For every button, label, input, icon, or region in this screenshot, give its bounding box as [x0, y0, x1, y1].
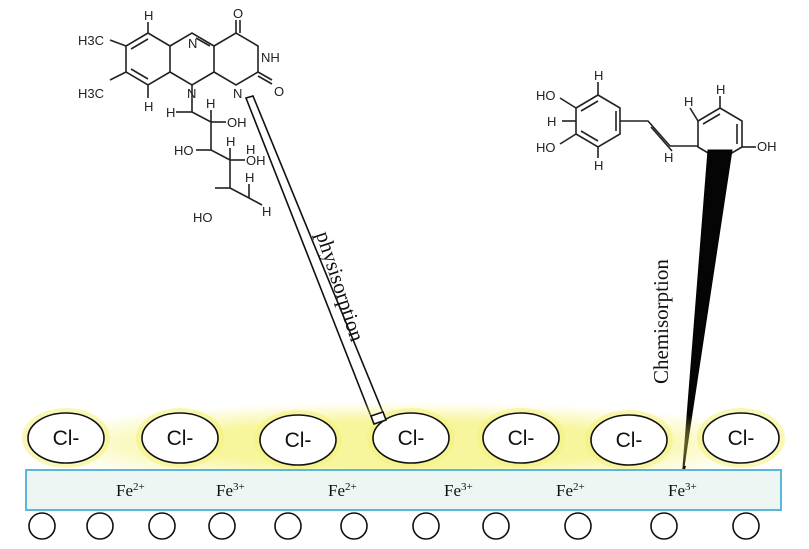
h-atom: H [246, 142, 255, 157]
h-atom: H [594, 158, 603, 173]
ring-nitrogen-top: N [188, 36, 197, 51]
chemisorption-label: Chemisorption [649, 259, 673, 384]
chloride-label: Cl- [398, 427, 425, 450]
iron-ion: Fe3+ [668, 481, 697, 500]
hydroxyl-group: HO [193, 210, 213, 225]
chloride-label: Cl- [728, 427, 755, 450]
h-atom: H [144, 8, 153, 23]
h-atom: H [547, 114, 556, 129]
bulk-atom [650, 512, 678, 540]
h-atom: H [144, 99, 153, 114]
iron-ion: Fe3+ [216, 481, 245, 500]
h-atom: H [594, 68, 603, 83]
h-atom: H [716, 82, 725, 97]
bulk-atom [86, 512, 114, 540]
hydroxyl-group: OH [246, 153, 266, 168]
chloride-ion: Cl- [477, 408, 565, 468]
bulk-atom [274, 512, 302, 540]
carbonyl-oxygen-right: O [274, 84, 284, 99]
chloride-label: Cl- [53, 427, 80, 450]
physisorption-pointer-tip [369, 410, 388, 426]
resveratrol-molecule: HO HO OH H H H H H H H [536, 68, 777, 187]
chloride-label: Cl- [285, 429, 312, 452]
chloride-layer: Cl- Cl- Cl- Cl- Cl- Cl- [22, 408, 785, 470]
metal-surface: Fe2+ Fe3+ Fe2+ Fe3+ Fe2+ Fe3+ [25, 469, 782, 511]
h-atom: H [664, 150, 673, 165]
ring-nitrogen-right: N [233, 86, 242, 101]
chloride-label: Cl- [167, 427, 194, 450]
methyl-group-2: H3C [78, 86, 104, 101]
iron-ion: Fe2+ [556, 481, 585, 500]
hydroxyl-group: OH [757, 139, 777, 154]
hydroxyl-group: OH [227, 115, 247, 130]
ring-nitrogen-left: N [187, 86, 196, 101]
bulk-atom [28, 512, 56, 540]
h-atom: H [245, 170, 254, 185]
bulk-atom [732, 512, 760, 540]
iron-surface-bar [25, 469, 782, 511]
chloride-ion: Cl- [697, 408, 785, 468]
carbonyl-oxygen-top: O [233, 6, 243, 21]
bulk-atom-row [28, 512, 760, 540]
h-atom: H [262, 204, 271, 219]
physisorption-pointer [244, 95, 388, 425]
h-atom: H [684, 94, 693, 109]
iron-ion: Fe3+ [444, 481, 473, 500]
chemisorption-pointer [681, 149, 733, 481]
iron-ion: Fe2+ [328, 481, 357, 500]
iron-ion: Fe2+ [116, 481, 145, 500]
hydroxyl-group: HO [536, 88, 556, 103]
chloride-ion: Cl- [22, 408, 110, 468]
h-atom: H [206, 96, 215, 111]
chloride-ion: Cl- [367, 408, 455, 468]
chloride-label: Cl- [508, 427, 535, 450]
h-atom: H [166, 105, 175, 120]
methyl-group-1: H3C [78, 33, 104, 48]
chloride-ion: Cl- [136, 408, 224, 468]
bulk-atom [412, 512, 440, 540]
chloride-ion: Cl- [254, 410, 342, 470]
chloride-ion: Cl- [585, 410, 673, 470]
hydroxyl-group: HO [174, 143, 194, 158]
chloride-label: Cl- [616, 429, 643, 452]
riboflavin-molecule: H3C H3C O NH O N N N H H H H H H H H OH … [78, 6, 284, 225]
bulk-atom [564, 512, 592, 540]
bulk-atom [482, 512, 510, 540]
bulk-atom [208, 512, 236, 540]
amide-nh: NH [261, 50, 280, 65]
bulk-atom [148, 512, 176, 540]
bulk-atom [340, 512, 368, 540]
h-atom: H [226, 134, 235, 149]
hydroxyl-group: HO [536, 140, 556, 155]
